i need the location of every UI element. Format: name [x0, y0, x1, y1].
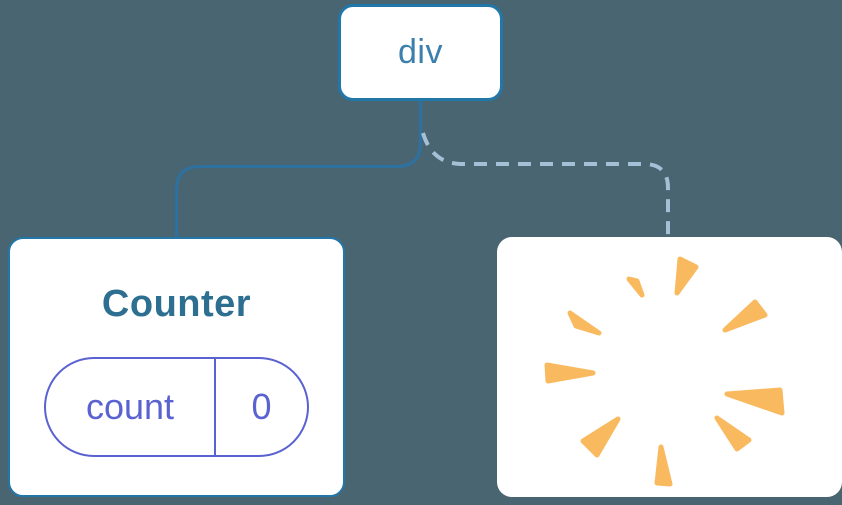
poof-sparkle-icon	[544, 256, 785, 487]
removed-component-card	[497, 237, 842, 497]
dashed-link-line	[421, 132, 670, 236]
state-value: 0	[251, 386, 272, 427]
counter-title: Counter	[101, 283, 252, 325]
state-pill: count 0	[44, 357, 309, 457]
counter-component-card: Counter count 0	[8, 237, 345, 497]
dom-node-div: div	[338, 4, 503, 101]
solid-link-line	[175, 98, 422, 240]
root-node-label: div	[398, 33, 443, 71]
state-name-label: count	[46, 359, 216, 455]
